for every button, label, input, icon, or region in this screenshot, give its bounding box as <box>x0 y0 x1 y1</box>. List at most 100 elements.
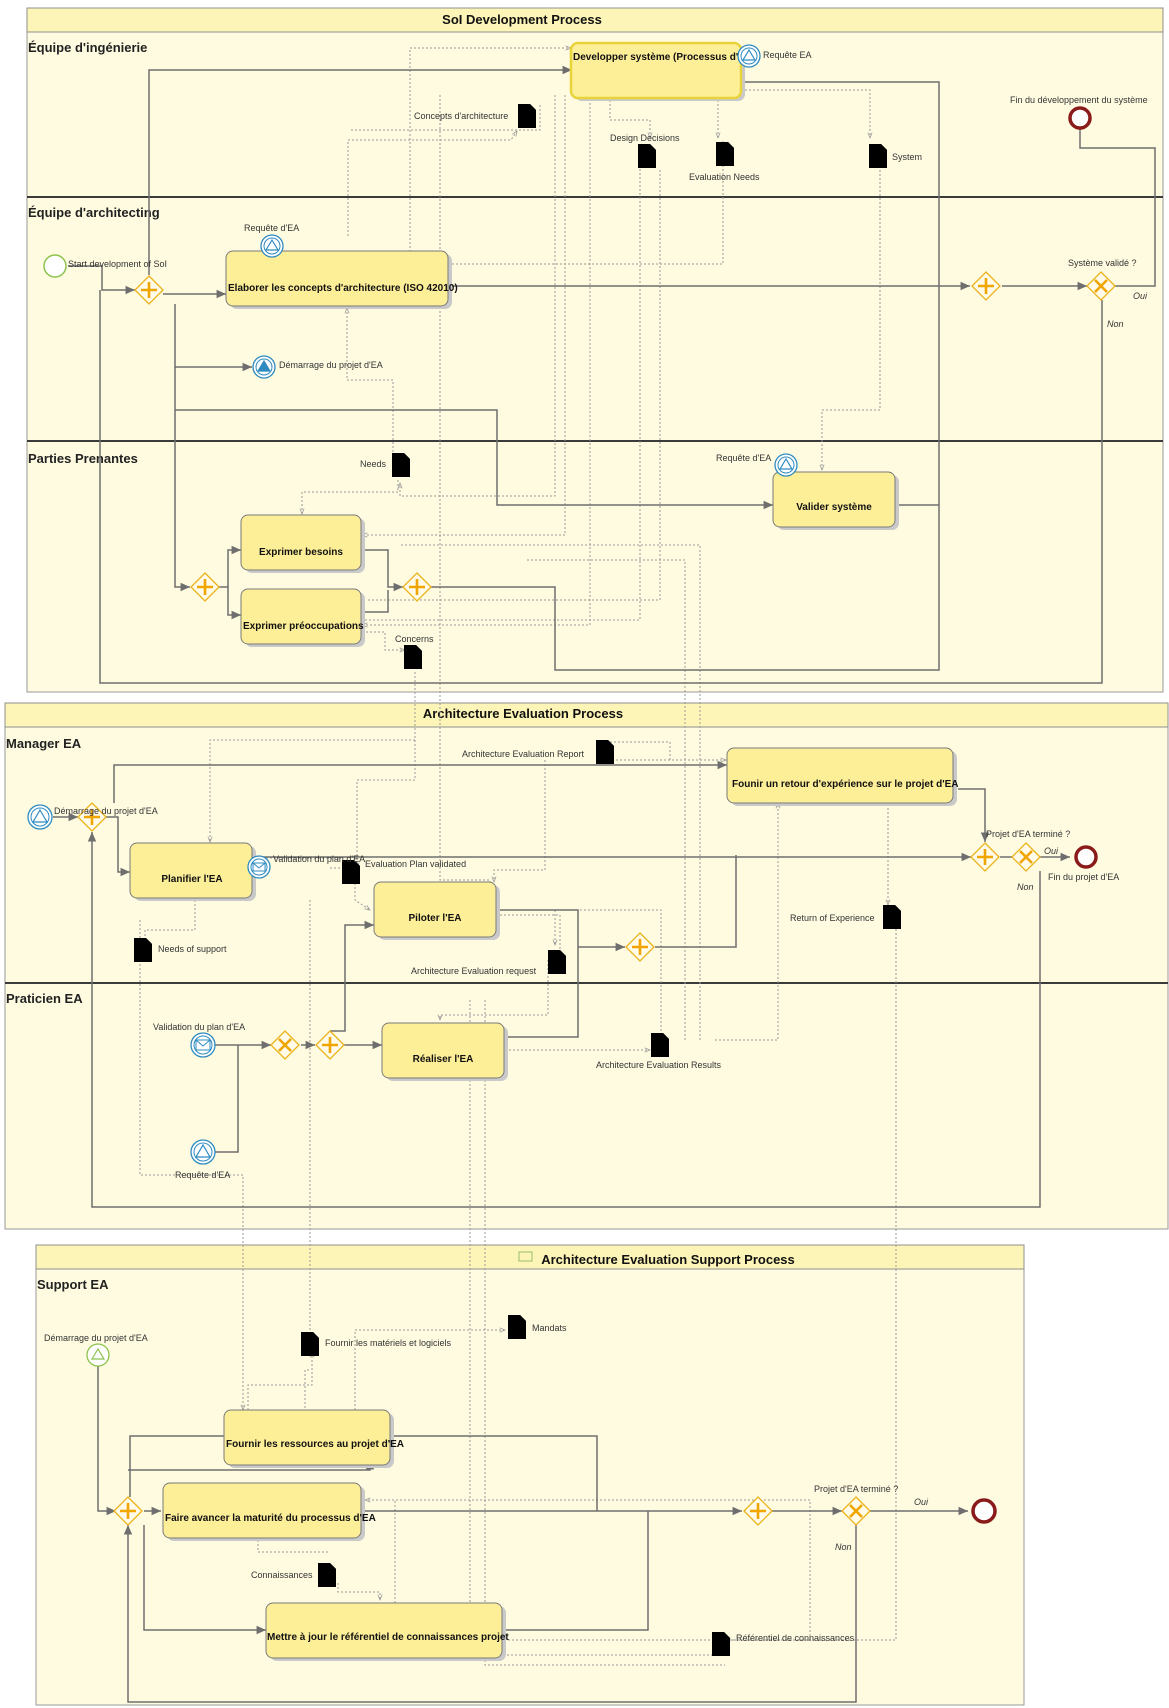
task-elaborer-concepts[interactable]: Elaborer les concepts d'architecture (IS… <box>225 250 458 309</box>
data-object-label: Design Decisions <box>610 133 680 143</box>
svg-text:Valider système: Valider système <box>796 502 872 513</box>
lane-title-manager-ea: Manager EA <box>6 736 82 751</box>
task-exprimer-preoccupations[interactable]: Exprimer préoccupations <box>240 588 365 647</box>
flow-label-non: Non <box>1107 319 1124 329</box>
event-label: Start development of SoI <box>68 259 167 269</box>
pool-title: Architecture Evaluation Support Process <box>541 1252 795 1267</box>
data-object-icon[interactable] <box>638 144 656 168</box>
data-object-icon[interactable] <box>508 1315 526 1339</box>
task-valider-systeme[interactable]: Valider système <box>772 471 899 530</box>
data-object-label: Evaluation Needs <box>689 172 760 182</box>
exclusive-gateway-icon[interactable] <box>1011 842 1041 872</box>
end-event-icon[interactable] <box>1068 106 1092 130</box>
svg-text:Exprimer besoins: Exprimer besoins <box>259 547 343 558</box>
pool-title: SoI Development Process <box>442 12 602 27</box>
exclusive-gateway-icon[interactable] <box>270 1030 300 1060</box>
parallel-gateway-icon[interactable] <box>625 932 655 962</box>
event-label: Validation du plan d'EA <box>273 854 365 864</box>
parallel-gateway-icon[interactable] <box>743 1496 773 1526</box>
data-object-icon[interactable] <box>596 740 614 764</box>
data-object-icon[interactable] <box>548 950 566 974</box>
svg-text:Réaliser l'EA: Réaliser l'EA <box>413 1054 474 1065</box>
data-object-label: Evaluation Plan validated <box>365 859 466 869</box>
events <box>27 44 1098 1524</box>
flow-label-oui: Oui <box>1044 846 1059 856</box>
gateway-label: Projet d'EA terminé ? <box>986 829 1070 839</box>
svg-text:Developper système (Processus: Developper système (Processus d'I <box>573 52 741 63</box>
lane-title-praticien-ea: Praticien EA <box>6 991 83 1006</box>
signal-event-icon[interactable] <box>774 453 798 477</box>
flow-label-oui: Oui <box>914 1497 929 1507</box>
message-start-event-icon[interactable] <box>190 1032 216 1058</box>
task-planifier-ea[interactable]: Planifier l'EA <box>129 842 256 901</box>
svg-text:Piloter l'EA: Piloter l'EA <box>409 913 462 924</box>
data-object-label: Mandats <box>532 1323 567 1333</box>
data-object-icon[interactable] <box>518 104 536 128</box>
task-piloter-ea[interactable]: Piloter l'EA <box>373 881 500 940</box>
data-object-icon[interactable] <box>404 645 422 669</box>
data-object-icon[interactable] <box>883 905 901 929</box>
data-object-label: Fournir les matériels et logiciels <box>325 1338 452 1348</box>
data-object-label: Needs <box>360 459 387 469</box>
data-object-label: Architecture Evaluation Report <box>462 749 585 759</box>
signal-start-event-icon[interactable] <box>190 1139 216 1165</box>
data-object-icon[interactable] <box>392 453 410 477</box>
message-event-icon[interactable] <box>247 855 271 879</box>
parallel-gateway-icon[interactable] <box>77 802 107 832</box>
data-object-icon[interactable] <box>716 142 734 166</box>
data-object-icon[interactable] <box>301 1332 319 1356</box>
data-object-label: System <box>892 152 922 162</box>
task-fournir-retour[interactable]: Founir un retour d'expérience sur le pro… <box>726 747 958 806</box>
signal-start-event-icon[interactable] <box>27 804 53 830</box>
parallel-gateway-icon[interactable] <box>315 1030 345 1060</box>
data-object-label: Connaissances <box>251 1570 313 1580</box>
pool-architecture-evaluation-support: Architecture Evaluation Support Process … <box>35 1244 1025 1706</box>
lane-title-parties-prenantes: Parties Prenantes <box>28 451 138 466</box>
event-label: Requête EA <box>763 50 812 60</box>
parallel-gateway-icon[interactable] <box>971 271 1001 301</box>
data-object-icon[interactable] <box>651 1033 669 1057</box>
data-object-icon[interactable] <box>869 144 887 168</box>
task-mettre-a-jour-referentiel[interactable]: Mettre à jour le référentiel de connaiss… <box>265 1602 509 1661</box>
event-label: Fin du développement du système <box>1010 95 1148 105</box>
event-label: Fin du projet d'EA <box>1048 872 1119 882</box>
task-fournir-ressources[interactable]: Fournir les ressources au projet d'EA <box>223 1409 404 1468</box>
event-label: Requête d'EA <box>244 223 299 233</box>
data-object-label: Concerns <box>395 634 434 644</box>
parallel-gateway-icon[interactable] <box>113 1496 143 1526</box>
parallel-gateway-icon[interactable] <box>134 275 164 305</box>
data-object-icon[interactable] <box>134 938 152 962</box>
pool-architecture-evaluation: Architecture Evaluation Process Manager … <box>4 702 1169 1230</box>
start-event-icon[interactable] <box>43 254 67 278</box>
data-object-icon[interactable] <box>712 1632 730 1656</box>
exclusive-gateway-icon[interactable] <box>841 1496 871 1526</box>
data-object-label: Architecture Evaluation request <box>411 966 537 976</box>
gateway-label: Projet d'EA terminé ? <box>814 1484 898 1494</box>
task-exprimer-besoins[interactable]: Exprimer besoins <box>240 514 365 573</box>
end-event-icon[interactable] <box>971 1498 997 1524</box>
end-event-icon[interactable] <box>1074 845 1098 869</box>
task-faire-avancer-maturite[interactable]: Faire avancer la maturité du processus d… <box>162 1482 376 1541</box>
svg-text:Exprimer préoccupations: Exprimer préoccupations <box>243 621 364 632</box>
signal-start-event-icon[interactable] <box>86 1343 110 1367</box>
parallel-gateway-icon[interactable] <box>402 572 432 602</box>
parallel-gateway-icon[interactable] <box>970 842 1000 872</box>
task-realiser-ea[interactable]: Réaliser l'EA <box>381 1022 508 1081</box>
parallel-gateway-icon[interactable] <box>190 572 220 602</box>
signal-event-icon[interactable] <box>260 234 284 258</box>
signal-throw-event-icon[interactable] <box>252 355 276 379</box>
flow-label-non: Non <box>835 1542 852 1552</box>
exclusive-gateway-icon[interactable] <box>1086 271 1116 301</box>
labels: Requête EA Fin du développement du systè… <box>44 50 1148 1643</box>
svg-text:Fournir les ressources au proj: Fournir les ressources au projet d'EA <box>226 1439 404 1450</box>
tasks: Developper système (Processus d'I Elabor… <box>129 41 958 1661</box>
svg-text:Founir un retour d'expérience: Founir un retour d'expérience sur le pro… <box>732 779 958 790</box>
data-object-icon[interactable] <box>318 1563 336 1587</box>
task-developper-systeme[interactable]: Developper système (Processus d'I <box>569 41 745 101</box>
data-object-label: Concepts d'architecture <box>414 111 508 121</box>
flow-label-non: Non <box>1017 882 1034 892</box>
event-label: Validation du plan d'EA <box>153 1022 245 1032</box>
svg-text:Faire avancer la maturité du p: Faire avancer la maturité du processus d… <box>165 1513 376 1524</box>
gateways <box>77 271 1116 1526</box>
signal-event-icon[interactable] <box>737 44 761 68</box>
